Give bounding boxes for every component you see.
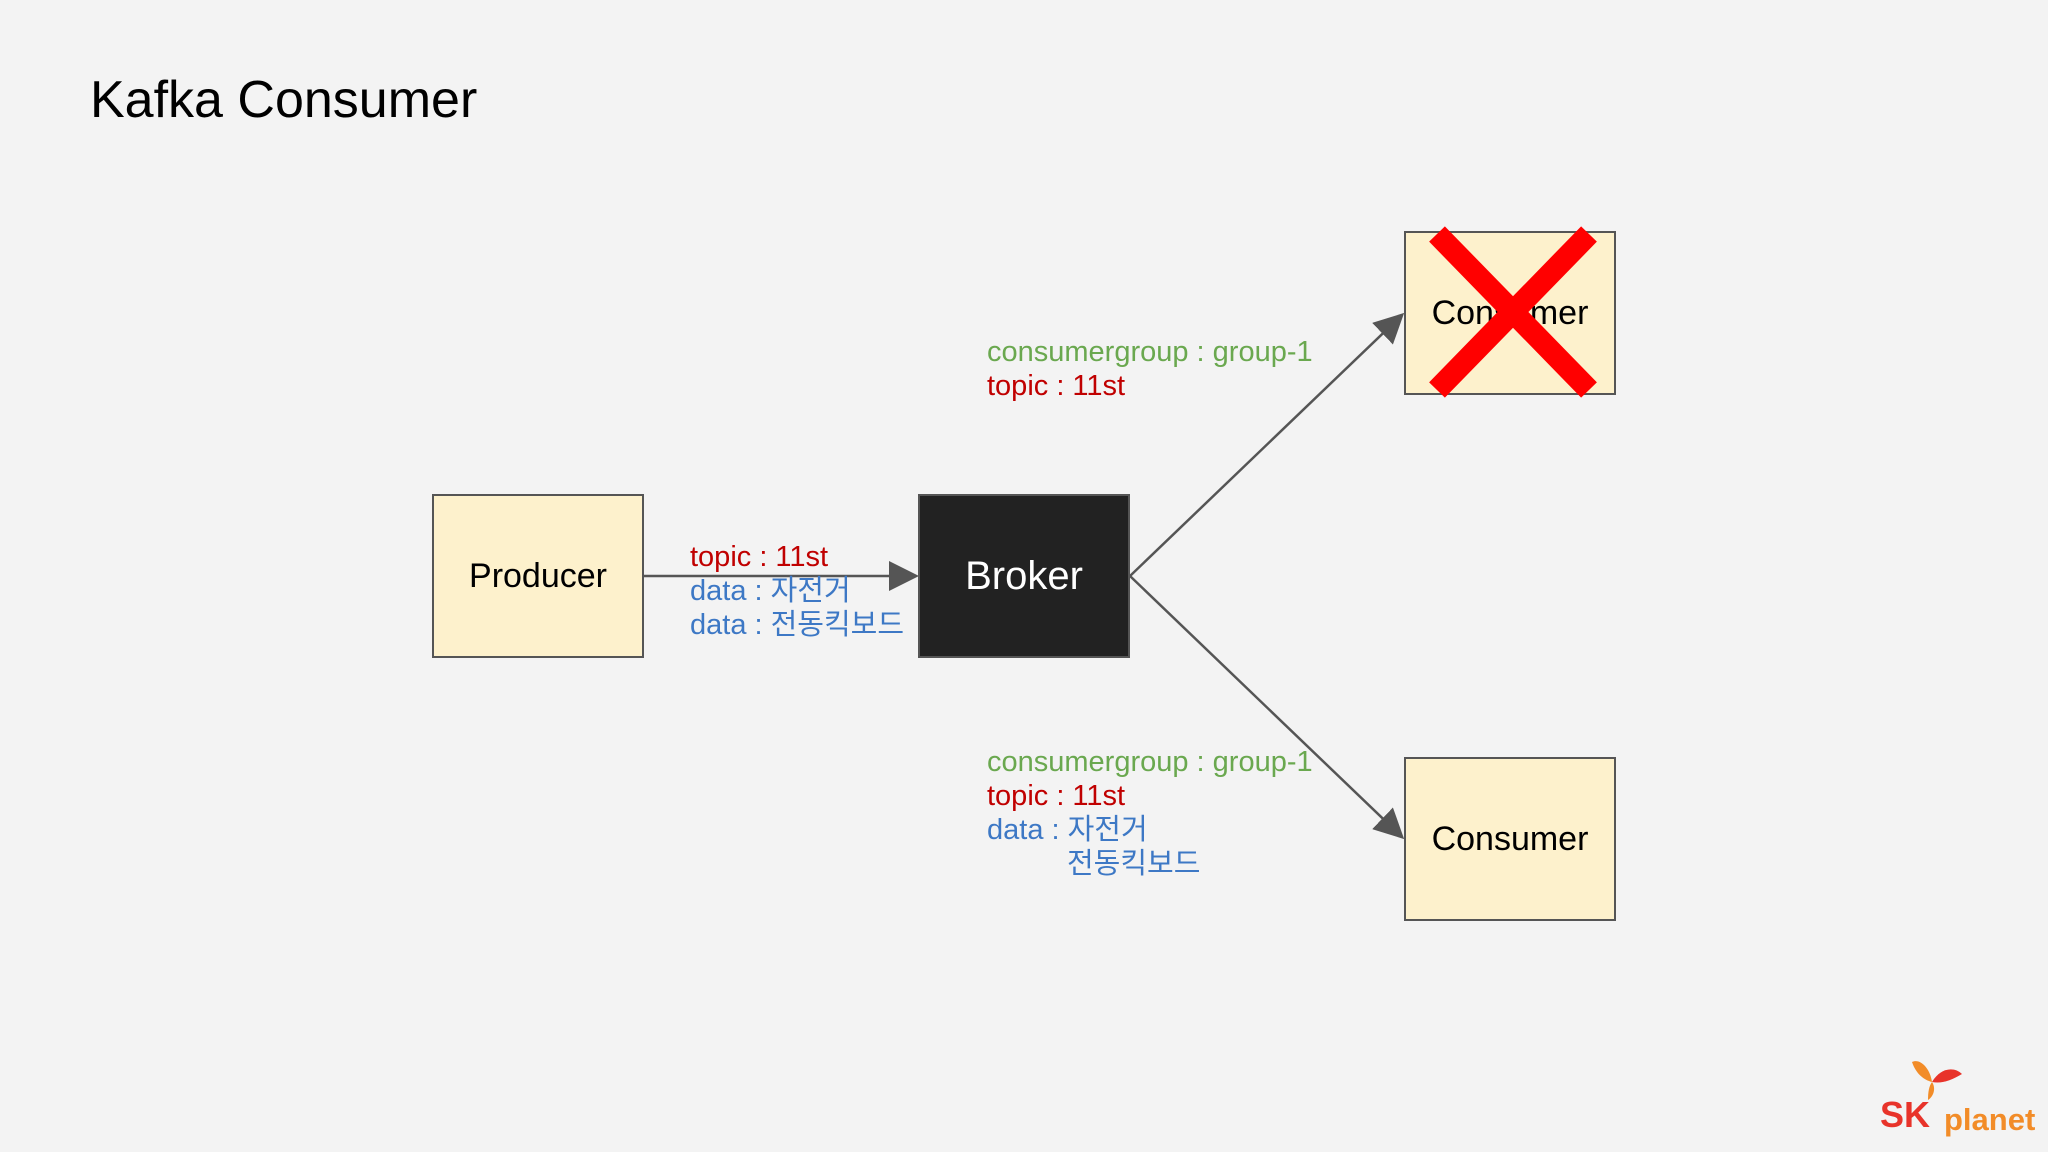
page-title: Kafka Consumer [90,71,478,129]
message-data: data : 자전거 [987,814,1148,846]
arrow-broker-to-consumer-bottom [1129,575,1405,840]
logo-name: planet [1944,1102,2036,1137]
broker-label: Broker [965,553,1083,598]
producer-label: Producer [469,556,607,595]
message-data: 전동킥보드 [1067,848,1201,880]
failed-cross-icon [1429,226,1597,398]
butterfly-icon [1912,1061,1962,1100]
message-topic: topic : 11st [690,541,829,573]
sk-planet-logo: SK planet [1876,1058,2036,1138]
message-topic: topic : 11st [987,780,1126,812]
arrow-broker-to-consumer-top [1129,312,1405,577]
consumer-node-active: Consumer [1404,757,1616,921]
message-data: data : 전동킥보드 [690,609,905,641]
logo-brand: SK [1880,1094,1931,1135]
broker-node: Broker [918,494,1130,658]
message-topic: topic : 11st [987,370,1126,402]
producer-node: Producer [432,494,644,658]
consumer-group: consumergroup : group-1 [987,746,1313,778]
producer-broker-message: topic : 11st data : 자전거 data : 전동킥보드 [690,540,904,642]
message-data: data : 자전거 [690,575,851,607]
consumer-group: consumergroup : group-1 [987,336,1313,368]
consumer-bottom-label: Consumer [1431,819,1589,858]
consumer-bottom-subscription: consumergroup : group-1 topic : 11st dat… [987,745,1313,881]
consumer-top-subscription: consumergroup : group-1 topic : 11st [987,335,1313,403]
